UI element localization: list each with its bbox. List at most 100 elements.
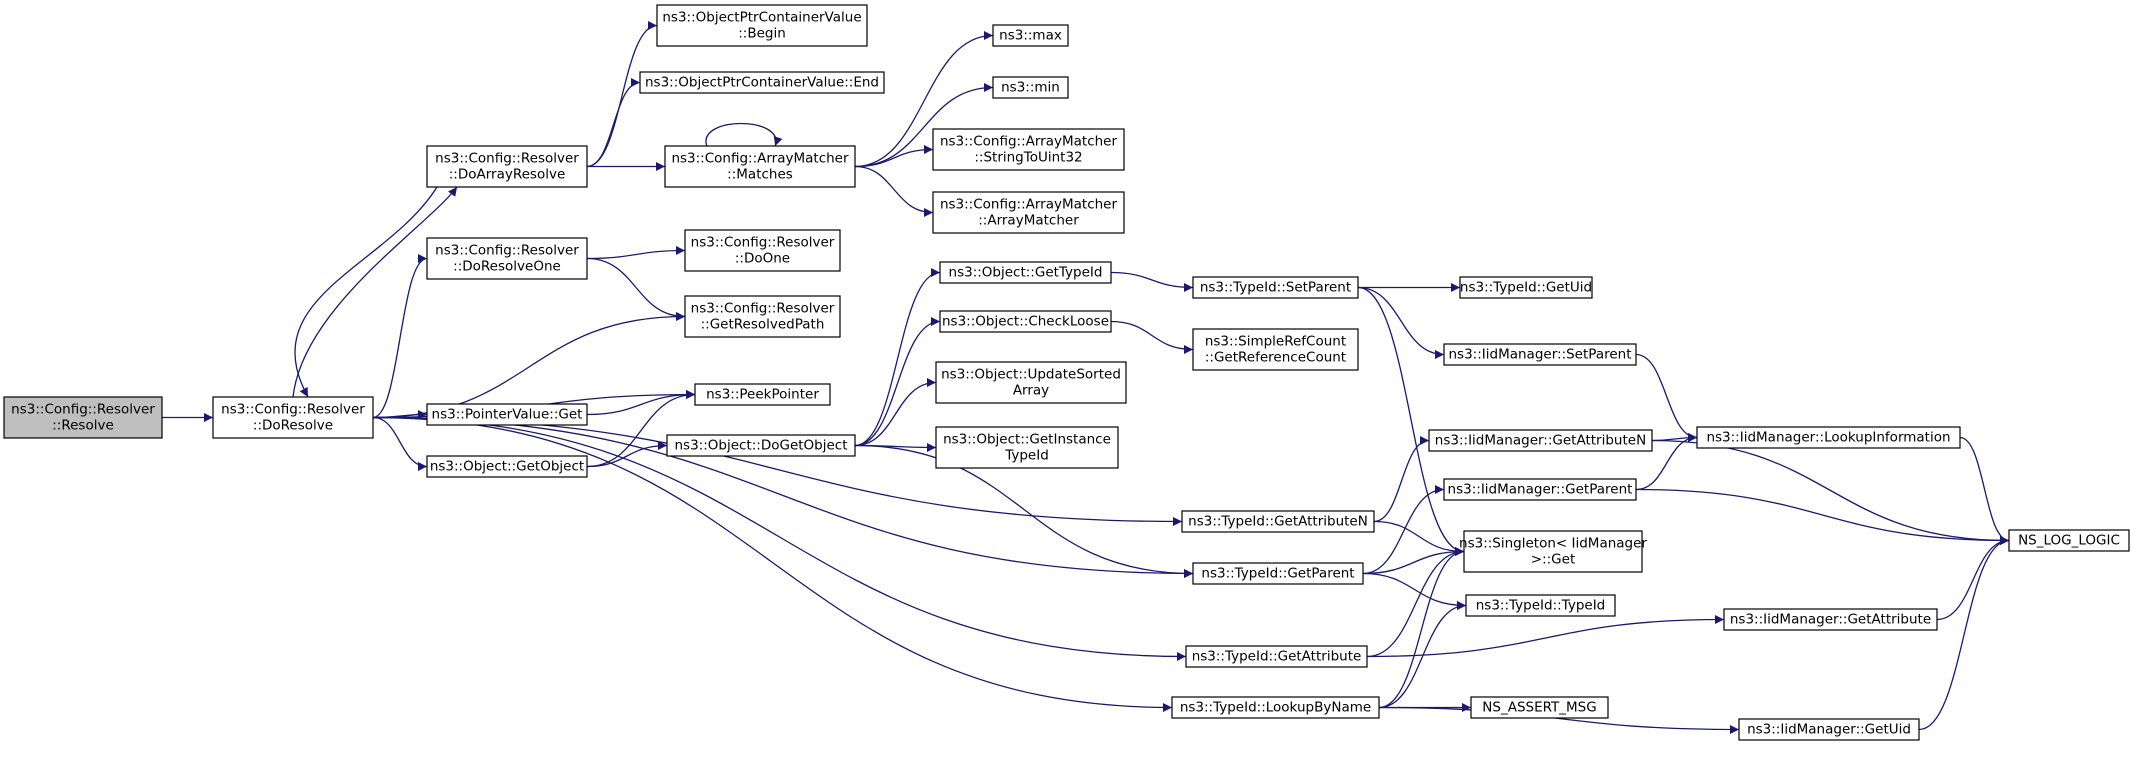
node-label: ns3::Object::GetObject (430, 459, 584, 475)
node-dogetobject[interactable]: ns3::Object::DoGetObject (666, 434, 856, 457)
node-nsassertmsg[interactable]: NS_ASSERT_MSG (1470, 696, 1609, 719)
node-iidgetattributen[interactable]: ns3::IidManager::GetAttributeN (1428, 429, 1653, 452)
edge-iidsetparent-to-lookupinformation (1635, 353, 1698, 442)
edge-doresolve-to-getresolvedpath (372, 312, 686, 419)
edge-matches-to-min (854, 83, 994, 168)
node-iidgetattribute[interactable]: ns3::IidManager::GetAttribute (1723, 608, 1938, 631)
node-lookupinformation[interactable]: ns3::IidManager::LookupInformation (1696, 426, 1961, 449)
node-resolve[interactable]: ns3::Config::Resolver::Resolve (3, 396, 163, 439)
edge-doresolveone-to-getresolvedpath (586, 257, 686, 321)
node-label: ns3::IidManager::GetAttribute (1730, 612, 1931, 628)
edge-iidgetuid-to-nsloglogic (1918, 536, 2010, 731)
edge-matches-to-max (854, 31, 994, 168)
node-doresolveone[interactable]: ns3::Config::Resolver::DoResolveOne (426, 237, 588, 280)
node-checkloose[interactable]: ns3::Object::CheckLoose (939, 310, 1112, 333)
edge-setparent-to-iidsetparent (1357, 286, 1445, 359)
node-box (426, 403, 588, 426)
node-box (932, 191, 1125, 234)
node-doarrayresolve[interactable]: ns3::Config::Resolver::DoArrayResolve (426, 145, 588, 188)
node-typeidgetattribute[interactable]: ns3::TypeId::GetAttribute (1185, 645, 1368, 668)
node-box (694, 383, 831, 406)
node-label: ns3::TypeId::GetAttribute (1192, 649, 1362, 665)
node-label: ns3::Config::ArrayMatcher (940, 134, 1118, 150)
edge-objectgetobject-to-peekpointer (586, 390, 696, 468)
node-box (939, 261, 1112, 284)
edge-doresolve-to-doarrayresolve (292, 186, 458, 398)
node-label: ::GetReferenceCount (1205, 350, 1346, 366)
edge-getattributen-to-iidgetattributen (1373, 436, 1430, 523)
node-label: ns3::Object::CheckLoose (942, 314, 1109, 330)
node-iidgetparent[interactable]: ns3::IidManager::GetParent (1443, 478, 1637, 501)
edge-doresolveone-to-doone (586, 246, 686, 260)
edge-checkloose-to-getrefcount (1110, 320, 1194, 354)
edge-getattributen-to-singletonget (1373, 520, 1465, 556)
node-stringtouint32[interactable]: ns3::Config::ArrayMatcher::StringToUint3… (932, 128, 1125, 171)
edge-objgettypeid-to-setparent (1110, 271, 1194, 292)
node-box (1428, 429, 1653, 452)
node-box (1192, 562, 1364, 585)
node-box (684, 229, 841, 272)
node-box (1171, 696, 1380, 719)
edge-iidgetparent-to-lookupinformation (1635, 433, 1698, 491)
node-label: ns3::Object::UpdateSorted (941, 367, 1121, 383)
node-pointervalueget[interactable]: ns3::PointerValue::Get (426, 403, 588, 426)
node-label: ns3::PointerValue::Get (432, 407, 583, 423)
edge-doresolve-to-lookupbyname (372, 416, 1173, 712)
edge-doarrayresolve-to-doresolve (294, 186, 438, 398)
edge-typeidgetattribute-to-singletonget (1366, 547, 1465, 658)
node-getattributen[interactable]: ns3::TypeId::GetAttributeN (1181, 510, 1375, 533)
edge-doarrayresolve-to-optrbegin (586, 21, 658, 168)
node-singletonget[interactable]: ns3::Singleton< IidManager>::Get (1459, 530, 1647, 573)
edge-pointervalueget-to-peekpointer (586, 390, 696, 416)
node-label: ns3::TypeId::GetAttributeN (1188, 514, 1368, 530)
node-iidsetparent[interactable]: ns3::IidManager::SetParent (1443, 343, 1637, 366)
node-label: ns3::max (999, 28, 1062, 44)
node-label: ns3::IidManager::GetParent (1448, 482, 1633, 498)
node-label: ::DoOne (735, 251, 790, 267)
node-iidgetuid[interactable]: ns3::IidManager::GetUid (1738, 718, 1920, 741)
node-label: ::Begin (738, 26, 786, 42)
node-arraymatcher[interactable]: ns3::Config::ArrayMatcher::ArrayMatcher (932, 191, 1125, 234)
node-box (212, 396, 374, 439)
node-setparent[interactable]: ns3::TypeId::SetParent (1192, 276, 1359, 299)
edge-doarrayresolve-to-optrend (586, 78, 641, 168)
node-optrbegin[interactable]: ns3::ObjectPtrContainerValue::Begin (656, 4, 868, 47)
node-nsloglogic[interactable]: NS_LOG_LOGIC (2008, 529, 2130, 552)
edge-matches-to-matches (705, 122, 783, 147)
node-peekpointer[interactable]: ns3::PeekPointer (694, 383, 831, 406)
node-doresolve[interactable]: ns3::Config::Resolver::DoResolve (212, 396, 374, 439)
edge-doresolve-to-doresolveone (372, 254, 428, 419)
node-box (684, 295, 841, 338)
node-label: ::Matches (727, 167, 793, 183)
node-box (992, 76, 1069, 99)
node-matches[interactable]: ns3::Config::ArrayMatcher::Matches (664, 145, 856, 188)
node-box (1459, 276, 1593, 299)
edge-dogetobject-to-updatesorted (854, 378, 937, 447)
node-box (1723, 608, 1938, 631)
node-lookupbyname[interactable]: ns3::TypeId::LookupByName (1171, 696, 1380, 719)
node-typeidtypeid[interactable]: ns3::TypeId::TypeId (1465, 594, 1616, 617)
node-getrefcount[interactable]: ns3::SimpleRefCount::GetReferenceCount (1192, 328, 1359, 371)
node-label: ns3::IidManager::GetUid (1747, 722, 1911, 738)
node-box (1463, 530, 1643, 573)
node-typeidgetparent[interactable]: ns3::TypeId::GetParent (1192, 562, 1364, 585)
node-label: ::Resolve (52, 418, 114, 434)
node-min[interactable]: ns3::min (992, 76, 1069, 99)
node-objgettypeid[interactable]: ns3::Object::GetTypeId (939, 261, 1112, 284)
node-optrend[interactable]: ns3::ObjectPtrContainerValue::End (639, 71, 885, 94)
node-max[interactable]: ns3::max (992, 24, 1069, 47)
node-box (1470, 696, 1609, 719)
node-label: ns3::Config::ArrayMatcher (671, 151, 849, 167)
node-label: ns3::Object::GetTypeId (949, 265, 1103, 281)
node-label: ns3::Config::ArrayMatcher (940, 197, 1118, 213)
node-getuid[interactable]: ns3::TypeId::GetUid (1459, 276, 1593, 299)
node-getresolvedpath[interactable]: ns3::Config::Resolver::GetResolvedPath (684, 295, 841, 338)
node-label: NS_ASSERT_MSG (1482, 700, 1596, 716)
node-label: TypeId (1004, 448, 1049, 464)
node-label: ns3::IidManager::SetParent (1449, 347, 1632, 363)
node-objectgetobject[interactable]: ns3::Object::GetObject (426, 455, 588, 478)
node-doone[interactable]: ns3::Config::Resolver::DoOne (684, 229, 841, 272)
